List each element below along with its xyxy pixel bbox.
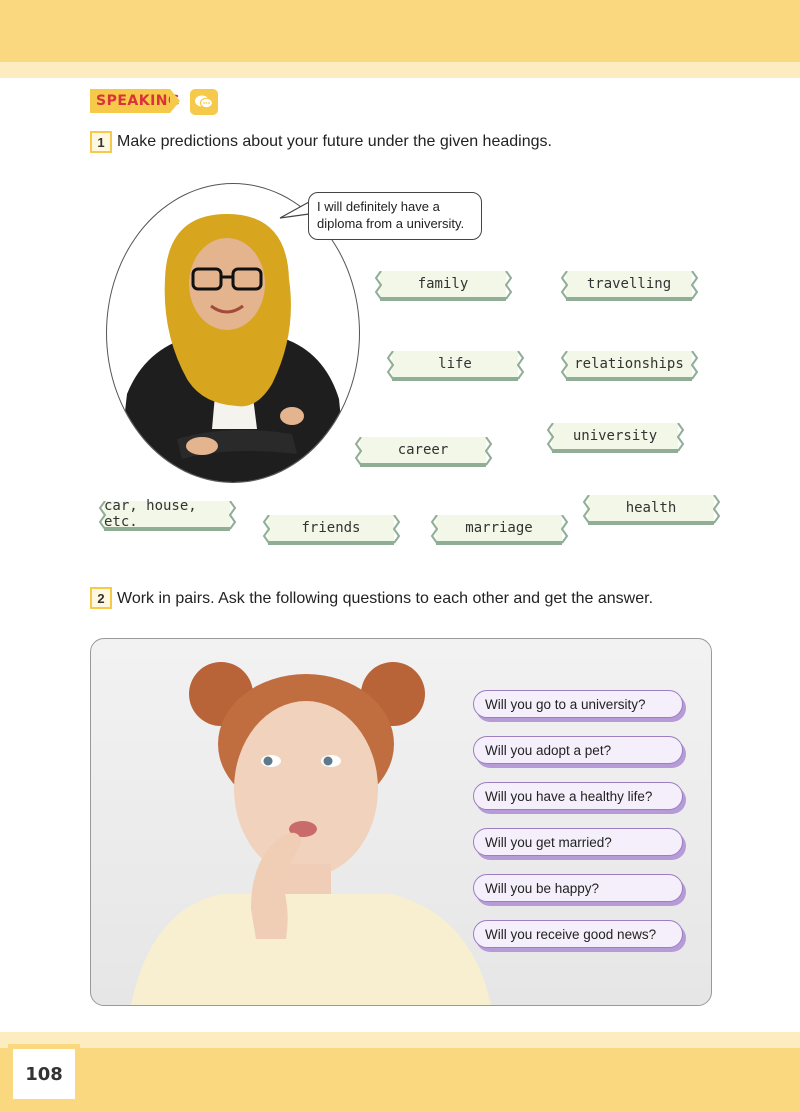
tag-edge-icon <box>430 515 438 544</box>
tag-edge-icon <box>560 271 568 300</box>
bottom-band <box>0 1048 800 1112</box>
bottom-band-light <box>0 1032 800 1048</box>
tag-edge-icon <box>713 495 721 524</box>
woman-portrait <box>106 183 360 483</box>
question-bubble: Will you have a healthy life? <box>473 782 683 810</box>
task2-number: 2 <box>90 587 112 609</box>
heading-tag-family: family <box>374 271 513 301</box>
question-bubble: Will you get married? <box>473 828 683 856</box>
tag-edge-icon <box>560 351 568 380</box>
tag-edge-icon <box>691 271 699 300</box>
page-number: 108 <box>8 1044 80 1104</box>
speech-bubble: I will definitely have a diploma from a … <box>308 192 482 240</box>
heading-tag-marriage: marriage <box>430 515 569 545</box>
tag-edge-icon <box>505 271 513 300</box>
thinking-girl-image <box>131 662 491 1005</box>
tag-edge-icon <box>386 351 394 380</box>
tag-edge-icon <box>691 351 699 380</box>
tag-edge-icon <box>354 437 362 466</box>
bubble-tail-icon <box>279 201 310 219</box>
heading-tag-travelling: travelling <box>560 271 699 301</box>
task1-number: 1 <box>90 131 112 153</box>
tag-edge-icon <box>229 501 237 530</box>
question-bubble: Will you be happy? <box>473 874 683 902</box>
heading-tag-car-house: car, house, etc. <box>98 498 237 531</box>
tag-edge-icon <box>393 515 401 544</box>
task1-instruction: Make predictions about your future under… <box>117 133 552 150</box>
heading-tag-career: career <box>354 437 493 467</box>
question-bubble: Will you go to a university? <box>473 690 683 718</box>
top-band-light <box>0 62 800 78</box>
tag-edge-icon <box>262 515 270 544</box>
task2-instruction: Work in pairs. Ask the following questio… <box>117 590 654 607</box>
heading-tag-friends: friends <box>262 515 401 545</box>
heading-tag-life: life <box>386 351 525 381</box>
top-band <box>0 0 800 62</box>
tag-edge-icon <box>485 437 493 466</box>
tag-edge-icon <box>98 501 106 530</box>
tag-edge-icon <box>546 423 554 452</box>
question-bubble: Will you adopt a pet? <box>473 736 683 764</box>
tag-edge-icon <box>374 271 382 300</box>
heading-tag-health: health <box>582 495 721 525</box>
tag-edge-icon <box>582 495 590 524</box>
tag-edge-icon <box>517 351 525 380</box>
speech-bubbles-icon <box>190 89 218 115</box>
section-label: SPEAKING <box>90 89 180 113</box>
tag-edge-icon <box>561 515 569 544</box>
question-bubble: Will you receive good news? <box>473 920 683 948</box>
tag-edge-icon <box>677 423 685 452</box>
heading-tag-university: university <box>546 423 685 453</box>
heading-tag-relationships: relationships <box>560 351 699 381</box>
